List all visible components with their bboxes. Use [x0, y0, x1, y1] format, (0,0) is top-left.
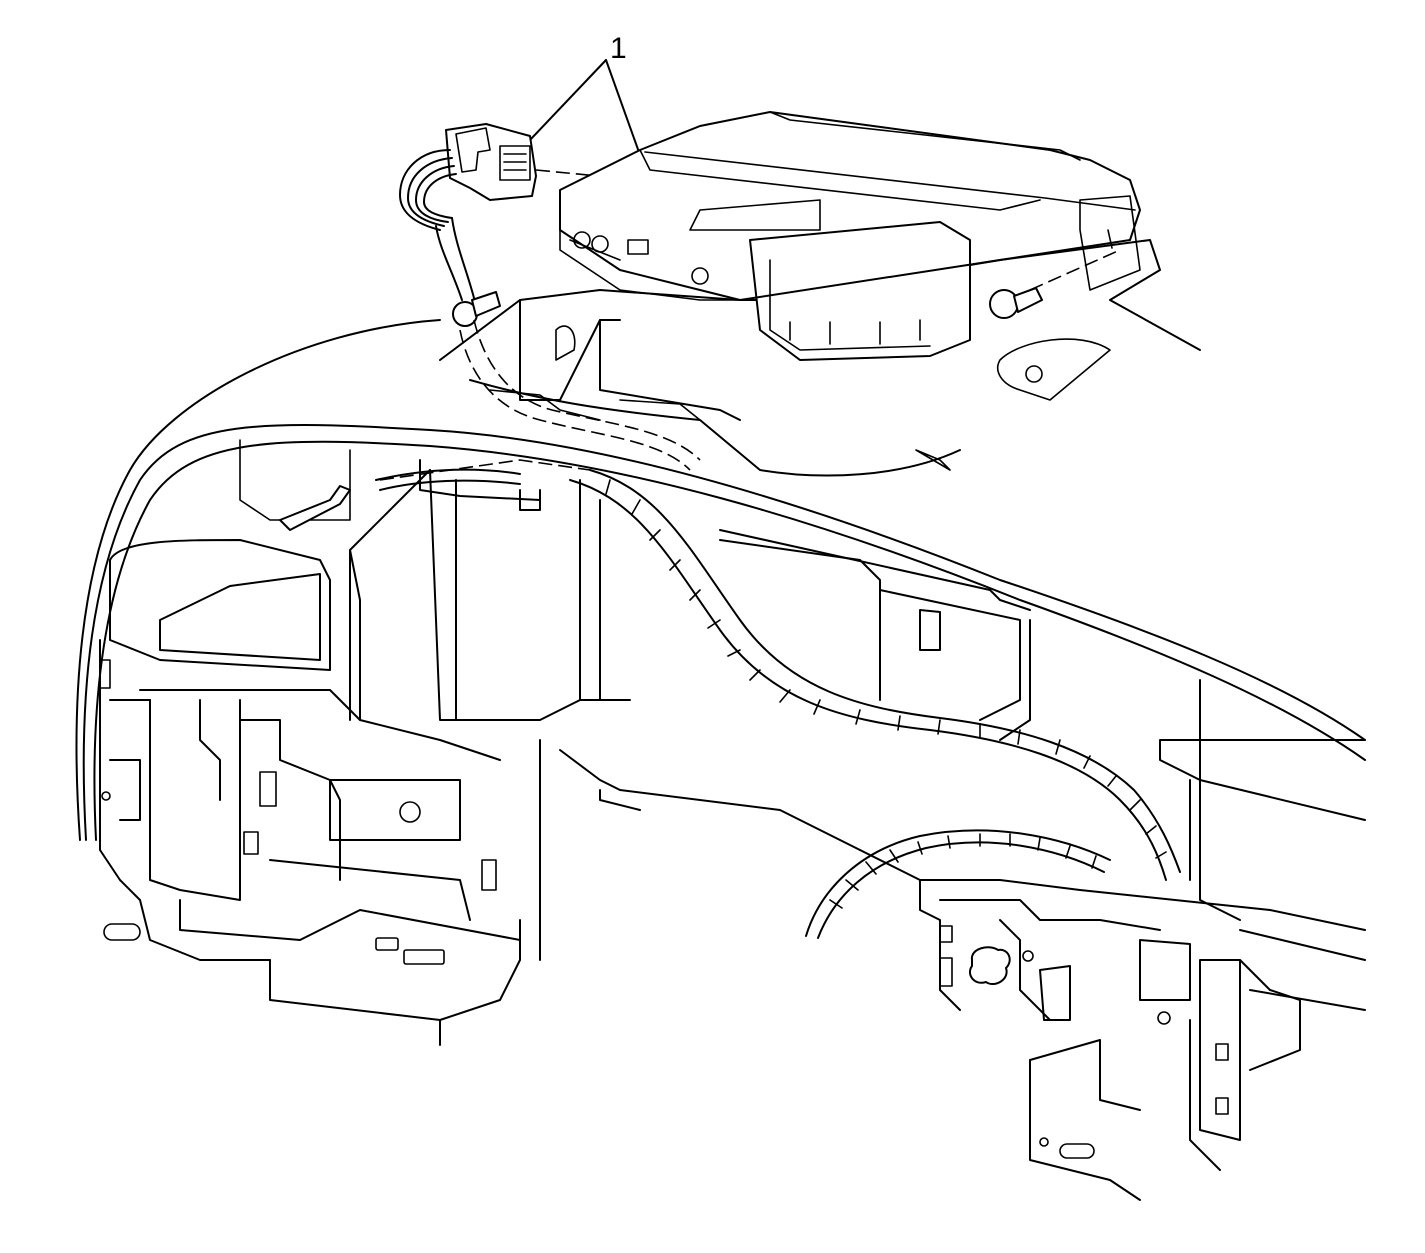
callout-leader-lines — [529, 59, 641, 156]
main-harness — [375, 468, 1181, 939]
control-module — [559, 111, 1141, 361]
mounting-tray — [439, 239, 1201, 477]
right-panel-structure — [719, 529, 1366, 1201]
callout-number: 1 — [610, 32, 627, 65]
center-cavity — [419, 459, 861, 961]
left-lower-structure — [99, 469, 521, 965]
instrument-panel-shell — [75, 319, 1366, 1046]
left-vent — [109, 439, 351, 671]
wire-bundle — [399, 149, 501, 327]
mounting-bolt-right — [989, 287, 1043, 319]
